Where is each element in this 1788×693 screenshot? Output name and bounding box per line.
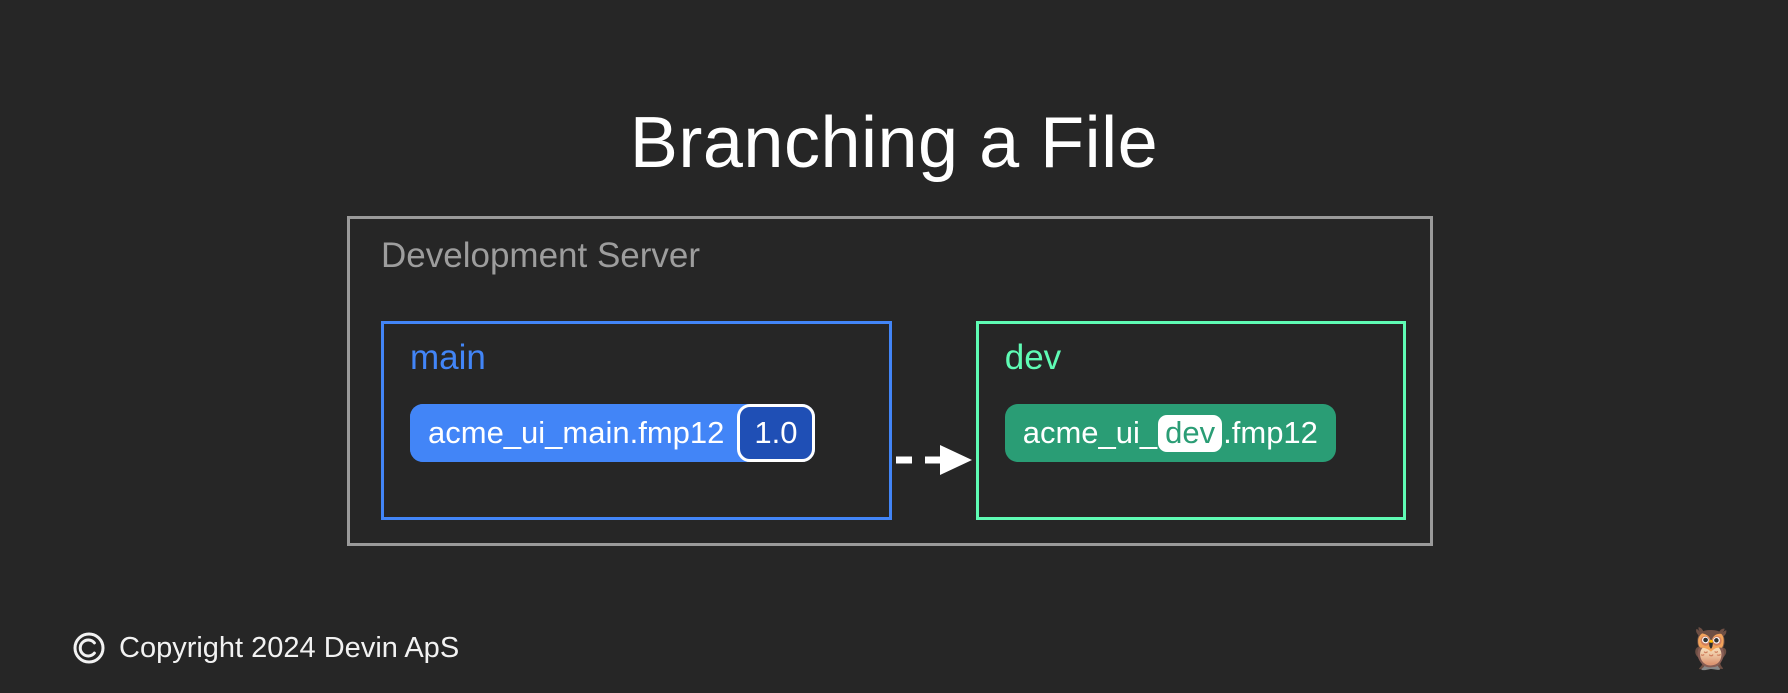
branch-box-main[interactable]: main acme_ui_main.fmp12 1.0 [381,321,892,520]
development-server-label: Development Server [381,236,701,275]
file-name-dev-highlight: dev [1158,414,1223,452]
branch-label-dev: dev [1004,338,1062,377]
copyright-text: Copyright 2024 Devin ApS [119,631,460,664]
development-server-container: Development Server main acme_ui_main.fmp… [347,216,1433,546]
page-title: Branching a File [629,103,1159,184]
file-pill-dev[interactable]: acme_ui_dev.fmp12 [1004,404,1336,463]
copyright: Copyright 2024 Devin ApS [72,631,459,665]
copyright-icon [72,631,106,665]
branch-row: main acme_ui_main.fmp12 1.0 dev acme_ui_… [381,321,1406,520]
branch-box-dev[interactable]: dev acme_ui_dev.fmp12 [975,321,1406,520]
file-name-dev-suffix: .fmp12 [1223,415,1318,451]
footer: Copyright 2024 Devin ApS 🦉 [0,581,1788,693]
owl-icon: 🦉 [1686,627,1736,671]
file-name-dev: acme_ui_dev.fmp12 [1005,404,1336,462]
file-name-dev-prefix: acme_ui_ [1022,415,1158,451]
file-pill-main[interactable]: acme_ui_main.fmp12 1.0 [410,404,815,463]
branch-label-main: main [410,338,486,377]
branch-arrow-icon [895,444,972,475]
file-name-main: acme_ui_main.fmp12 [410,404,741,463]
file-version-badge-main: 1.0 [737,404,815,463]
branch-arrow [892,321,976,520]
